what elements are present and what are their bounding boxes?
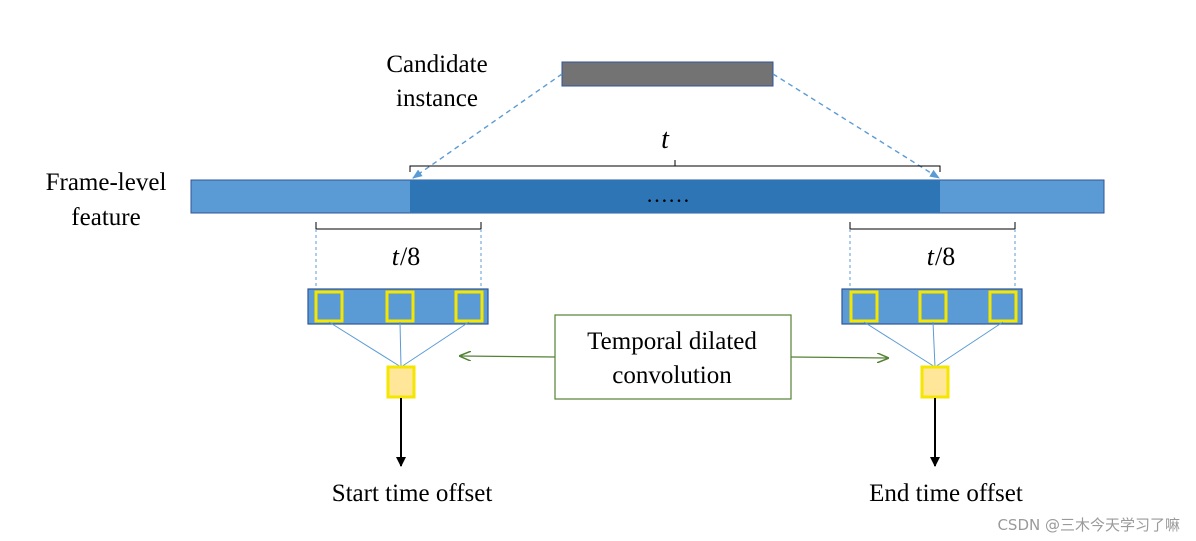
- conv-label-line1: Temporal dilated: [587, 328, 757, 355]
- conv-arrow-left: [460, 356, 556, 357]
- candidate-instance-bar: [561, 61, 774, 87]
- left-conn-2: [399, 321, 402, 368]
- end-label: End time offset: [869, 480, 1023, 507]
- candidate-region: [410, 180, 940, 213]
- right-kernel-1: [849, 290, 879, 323]
- left-window-t: t: [392, 242, 400, 271]
- frame-label-line2: feature: [71, 204, 140, 231]
- left-conn-1: [328, 321, 402, 368]
- ellipsis: ……: [646, 182, 690, 207]
- right-conn-2: [932, 321, 936, 368]
- left-window-div: /8: [400, 242, 420, 271]
- start-label: Start time offset: [332, 480, 493, 507]
- left-kernel-1: [314, 290, 344, 323]
- right-window-div: /8: [935, 242, 955, 271]
- conv-label-line2: convolution: [612, 362, 732, 389]
- right-conn-3: [934, 321, 1004, 368]
- left-window-block: [307, 288, 489, 325]
- span-bracket: [409, 160, 941, 172]
- span-label: t: [661, 124, 670, 155]
- frame-label-line1: Frame-level: [46, 169, 167, 196]
- left-output-node: [386, 365, 416, 399]
- left-kernel-3: [454, 290, 484, 323]
- projection-arrow-right: [772, 73, 940, 179]
- right-conn-1: [863, 321, 936, 368]
- right-window-t: t: [927, 242, 935, 271]
- right-output-node: [920, 365, 950, 399]
- conv-arrow-right: [790, 357, 888, 358]
- watermark: CSDN @三木今天学习了嘛: [997, 516, 1180, 534]
- right-kernel-3: [988, 290, 1018, 323]
- left-kernel-2: [385, 290, 415, 323]
- candidate-label-line1: Candidate: [386, 51, 487, 78]
- left-window-bracket: [315, 222, 482, 230]
- right-window-bracket: [849, 222, 1016, 230]
- projection-arrow-left: [412, 73, 563, 179]
- left-conn-3: [400, 321, 470, 368]
- right-kernel-2: [918, 290, 948, 323]
- right-window-block: [841, 288, 1023, 325]
- candidate-label-line2: instance: [396, 85, 478, 112]
- conv-label-box: [554, 314, 792, 400]
